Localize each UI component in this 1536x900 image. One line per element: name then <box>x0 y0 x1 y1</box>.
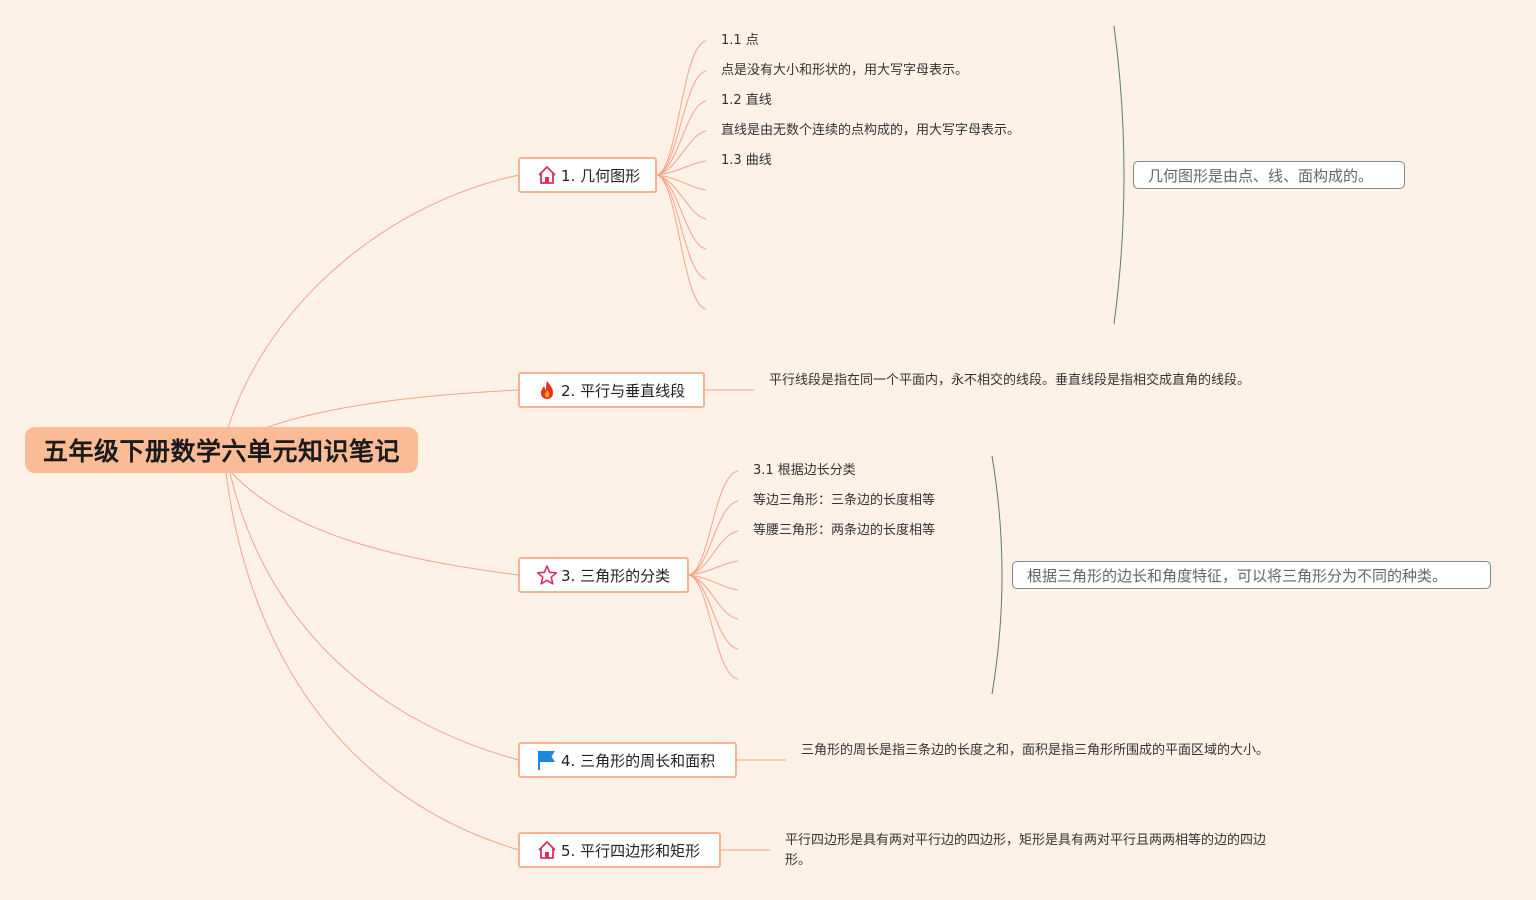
leaf-1-5[interactable]: 1.3 曲线 <box>721 153 772 168</box>
branch-1[interactable]: 1. 几何图形 <box>518 157 657 193</box>
house-icon <box>536 164 558 186</box>
connector-root-branch-3 <box>231 472 520 576</box>
description-2[interactable]: 平行线段是指在同一个平面内，永不相交的线段。垂直线段是指相交成直角的线段。 <box>769 373 1251 388</box>
branch-3[interactable]: 3. 三角形的分类 <box>518 557 689 593</box>
summary-bracket-1 <box>1113 25 1125 325</box>
connector-root-branch-1 <box>227 174 520 429</box>
leaf-1-4[interactable]: 直线是由无数个连续的点构成的，用大写字母表示。 <box>721 123 1021 138</box>
description-4[interactable]: 三角形的周长是指三条边的长度之和，面积是指三角形所围成的平面区域的大小。 <box>801 743 1270 758</box>
description-5[interactable]: 平行四边形是具有两对平行边的四边形，矩形是具有两对平行且两两相等的边的四边形。 <box>785 833 1267 868</box>
leaf-1-3[interactable]: 1.2 直线 <box>721 93 772 108</box>
branch-1-label: 1. 几何图形 <box>561 166 641 185</box>
leaf-1-1[interactable]: 1.1 点 <box>721 33 759 48</box>
branch-2[interactable]: 2. 平行与垂直线段 <box>518 372 705 408</box>
branch-4-label: 4. 三角形的周长和面积 <box>561 751 716 770</box>
branch-4[interactable]: 4. 三角形的周长和面积 <box>518 742 737 778</box>
connector-root-branch-4 <box>229 472 520 761</box>
leaf-3-2[interactable]: 等边三角形：三条边的长度相等 <box>753 493 936 508</box>
branch-5[interactable]: 5. 平行四边形和矩形 <box>518 832 721 868</box>
branch-3-label: 3. 三角形的分类 <box>561 566 671 585</box>
star-icon <box>536 564 558 586</box>
connector-root-branch-2 <box>264 389 520 429</box>
root-topic[interactable]: 五年级下册数学六单元知识笔记 <box>25 427 418 473</box>
leaf-3-1[interactable]: 3.1 根据边长分类 <box>753 463 856 478</box>
leaf-3-3[interactable]: 等腰三角形：两条边的长度相等 <box>753 523 936 538</box>
branch-2-label: 2. 平行与垂直线段 <box>561 381 686 400</box>
summary-bracket-3 <box>991 455 1003 695</box>
summary-3[interactable]: 根据三角形的边长和角度特征，可以将三角形分为不同的种类。 <box>1012 561 1491 589</box>
house-icon <box>536 839 558 861</box>
branch-5-label: 5. 平行四边形和矩形 <box>561 841 701 860</box>
summary-1[interactable]: 几何图形是由点、线、面构成的。 <box>1133 161 1405 189</box>
connector-root-branch-5 <box>225 472 520 851</box>
flag-icon <box>536 749 558 771</box>
fire-icon <box>536 379 558 401</box>
leaf-1-2[interactable]: 点是没有大小和形状的，用大写字母表示。 <box>721 63 969 78</box>
